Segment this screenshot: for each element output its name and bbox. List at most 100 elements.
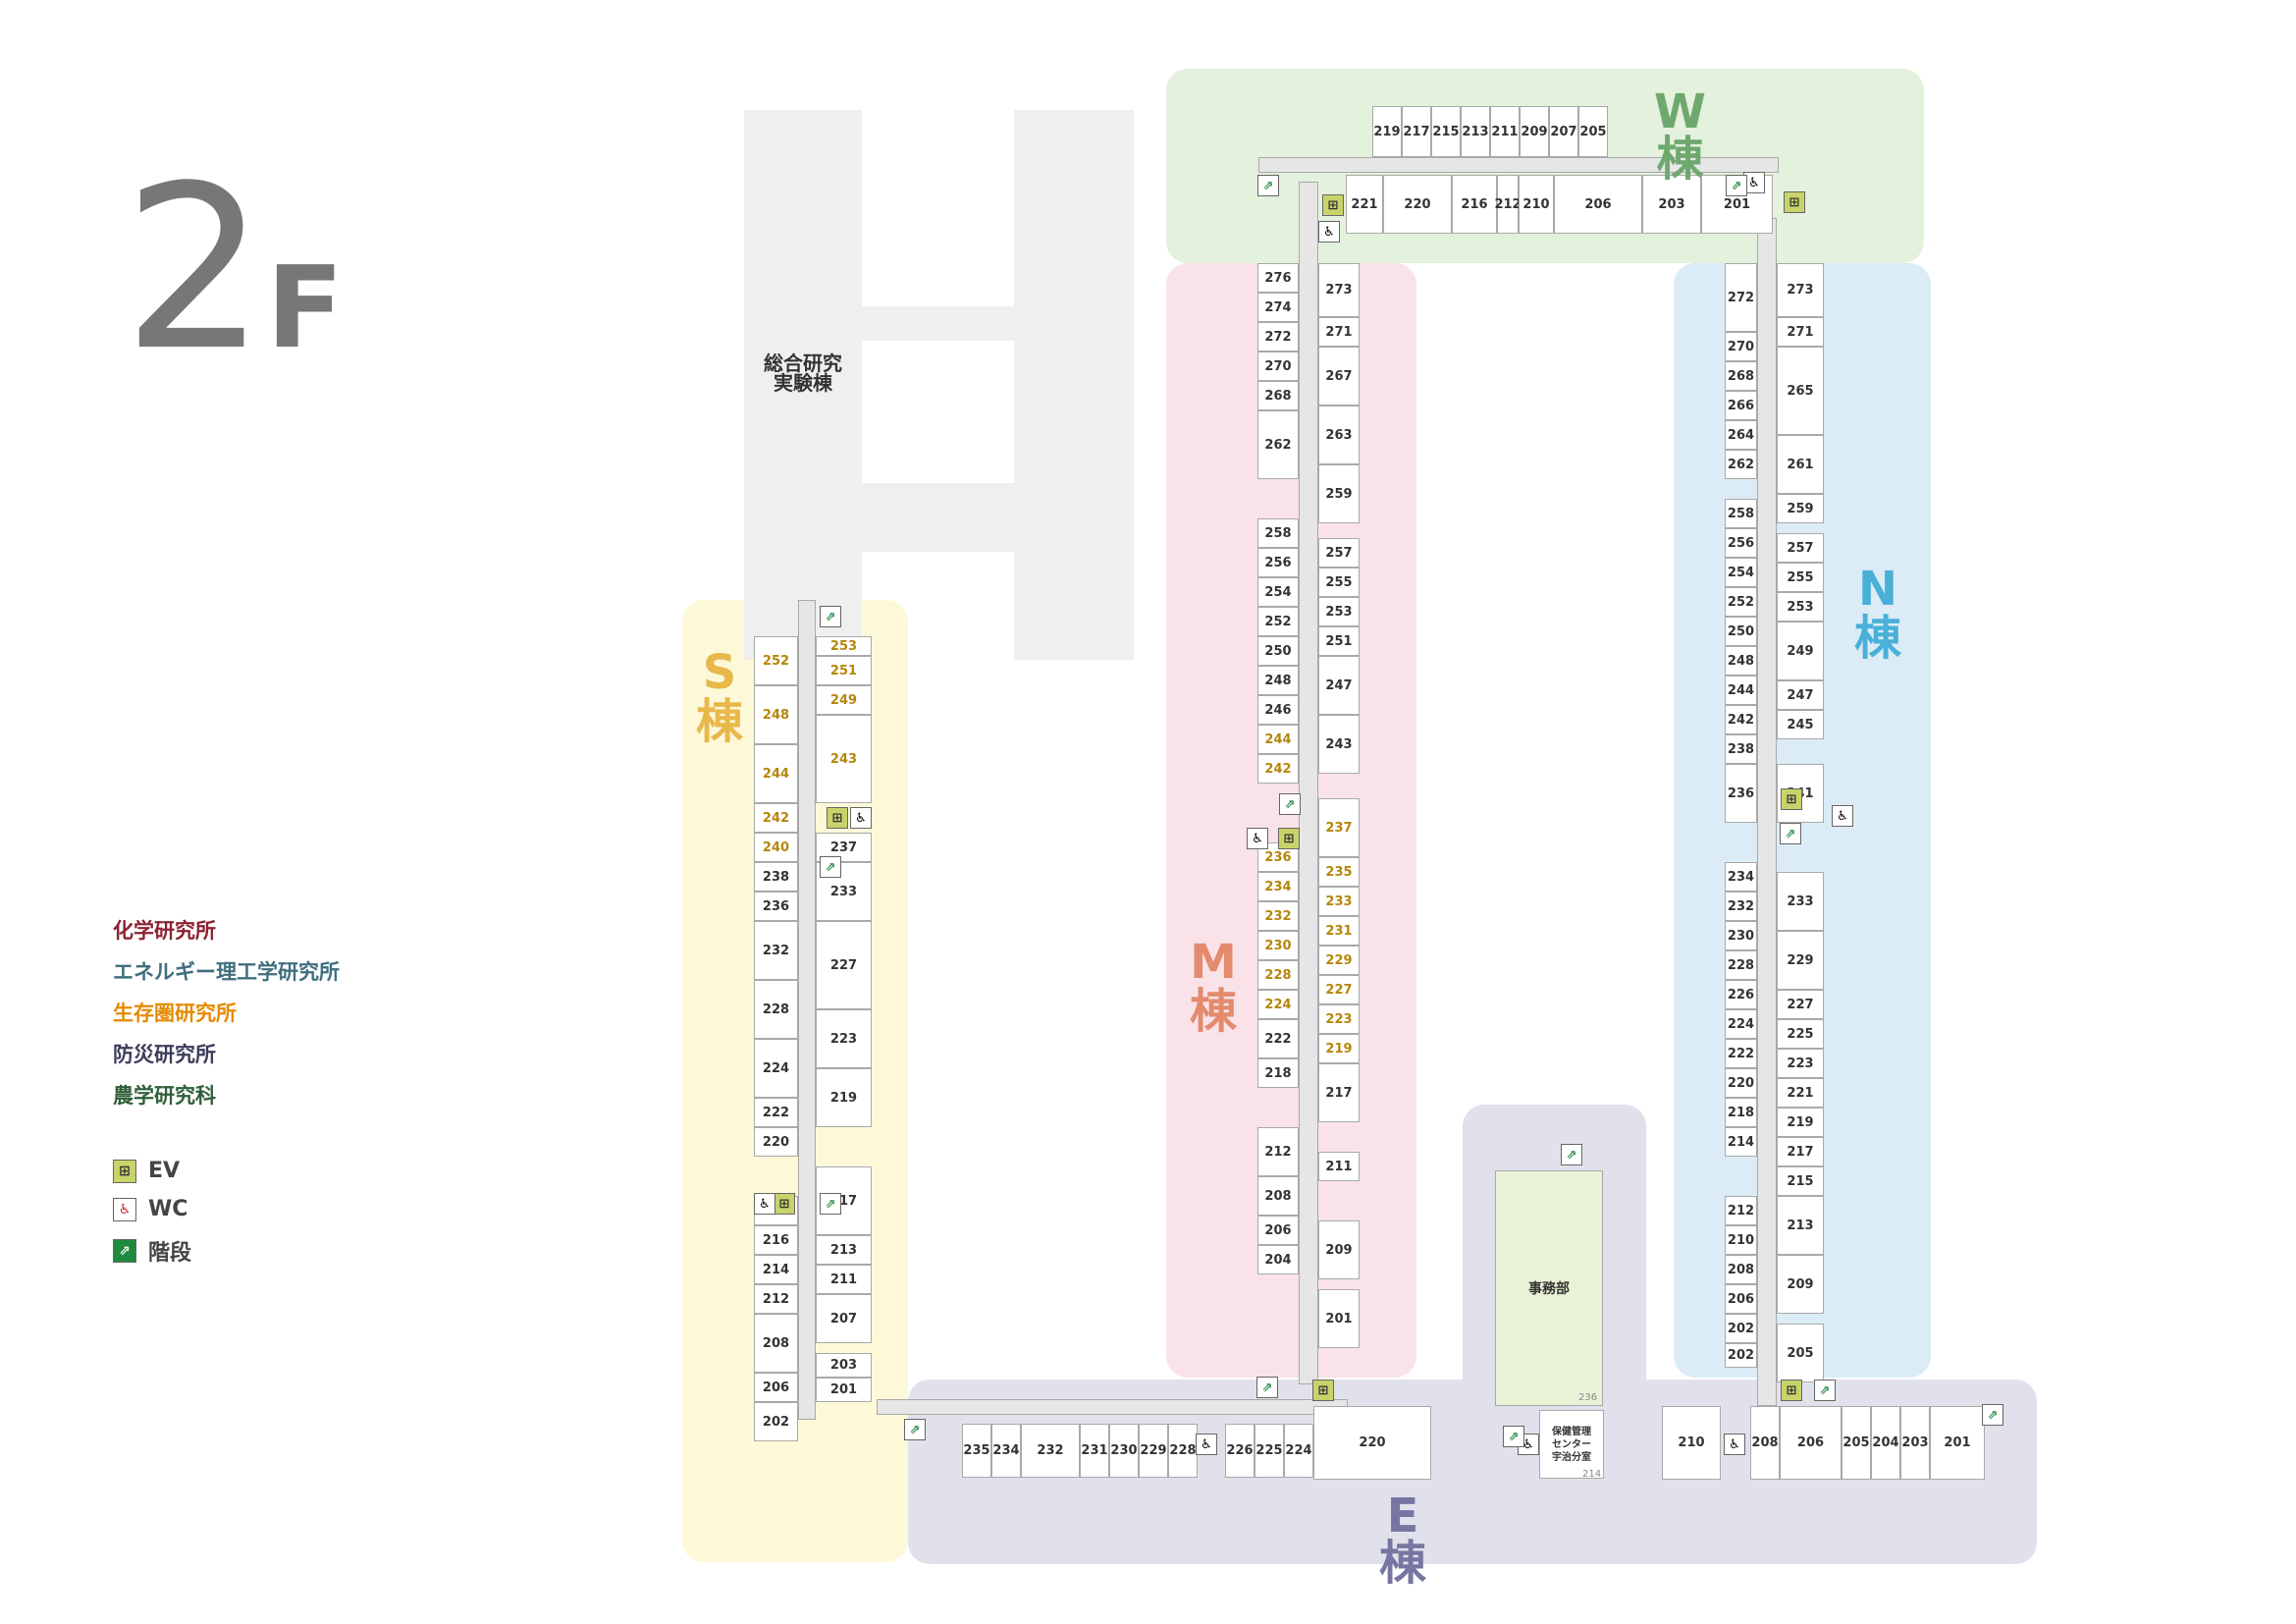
room-e-left-235[interactable]: 235	[962, 1424, 991, 1478]
room-n-left-252[interactable]: 252	[1725, 587, 1757, 617]
room-m-left-252[interactable]: 252	[1257, 607, 1299, 636]
room-s-right-219[interactable]: 219	[816, 1068, 872, 1127]
room-n-left-262[interactable]: 262	[1725, 450, 1757, 479]
room-m-left-258[interactable]: 258	[1257, 518, 1299, 548]
room-m-left-256[interactable]: 256	[1257, 548, 1299, 577]
room-s-left-208[interactable]: 208	[754, 1314, 798, 1373]
room-n-right-219[interactable]: 219	[1777, 1108, 1824, 1137]
room-n-left-236[interactable]: 236	[1725, 764, 1757, 823]
room-e-left-231[interactable]: 231	[1080, 1424, 1109, 1478]
room-n-left-242[interactable]: 242	[1725, 705, 1757, 734]
room-m-right-255[interactable]: 255	[1318, 568, 1360, 597]
room-m-left-250[interactable]: 250	[1257, 636, 1299, 666]
room-n-left-234[interactable]: 234	[1725, 862, 1757, 892]
room-m-left-230[interactable]: 230	[1257, 931, 1299, 960]
room-w-top-207[interactable]: 207	[1549, 106, 1578, 157]
room-m-right-223[interactable]: 223	[1318, 1004, 1360, 1034]
room-s-right-207[interactable]: 207	[816, 1294, 872, 1343]
room-e-right-201[interactable]: 201	[1930, 1406, 1985, 1480]
room-n-left-212[interactable]: 212	[1725, 1196, 1757, 1225]
room-s-left-242[interactable]: 242	[754, 803, 798, 833]
room-n-right-255[interactable]: 255	[1777, 563, 1824, 592]
room-s-left-216[interactable]: 216	[754, 1225, 798, 1255]
room-n-right-215[interactable]: 215	[1777, 1166, 1824, 1196]
room-m-right-243[interactable]: 243	[1318, 715, 1360, 774]
room-n-right-253[interactable]: 253	[1777, 592, 1824, 622]
room-m-right-217[interactable]: 217	[1318, 1063, 1360, 1122]
room-w-top-209[interactable]: 209	[1520, 106, 1549, 157]
room-w-bottom-203[interactable]: 203	[1642, 175, 1701, 234]
room-e-right-208[interactable]: 208	[1750, 1406, 1780, 1480]
room-n-right-265[interactable]: 265	[1777, 347, 1824, 435]
room-m-right-247[interactable]: 247	[1318, 656, 1360, 715]
room-e-right-203[interactable]: 203	[1900, 1406, 1930, 1480]
room-m-left-248[interactable]: 248	[1257, 666, 1299, 695]
room-n-left-264[interactable]: 264	[1725, 420, 1757, 450]
room-m-right-257[interactable]: 257	[1318, 538, 1360, 568]
room-n-left-232[interactable]: 232	[1725, 892, 1757, 921]
room-e-left-220[interactable]: 220	[1313, 1406, 1431, 1480]
room-n-left-272[interactable]: 272	[1725, 263, 1757, 332]
room-n-left-210[interactable]: 210	[1725, 1225, 1757, 1255]
room-w-top-205[interactable]: 205	[1578, 106, 1608, 157]
room-s-right-249[interactable]: 249	[816, 685, 872, 715]
room-s-left-248[interactable]: 248	[754, 685, 798, 744]
room-s-left-232[interactable]: 232	[754, 921, 798, 980]
room-n-right-249[interactable]: 249	[1777, 622, 1824, 680]
room-m-left-274[interactable]: 274	[1257, 293, 1299, 322]
room-s-left-228[interactable]: 228	[754, 980, 798, 1039]
room-m-left-242[interactable]: 242	[1257, 754, 1299, 784]
room-m-right-271[interactable]: 271	[1318, 317, 1360, 347]
room-n-left-256[interactable]: 256	[1725, 528, 1757, 558]
room-n-left-218[interactable]: 218	[1725, 1098, 1757, 1127]
room-n-right-229[interactable]: 229	[1777, 931, 1824, 990]
room-n-right-205[interactable]: 205	[1777, 1324, 1824, 1382]
room-m-right-259[interactable]: 259	[1318, 464, 1360, 523]
room-w-top-217[interactable]: 217	[1402, 106, 1431, 157]
room-n-left-268[interactable]: 268	[1725, 361, 1757, 391]
room-s-left-214[interactable]: 214	[754, 1255, 798, 1284]
room-m-left-276[interactable]: 276	[1257, 263, 1299, 293]
room-m-right-219[interactable]: 219	[1318, 1034, 1360, 1063]
room-n-right-257[interactable]: 257	[1777, 533, 1824, 563]
room-e-right-210[interactable]: 210	[1662, 1406, 1721, 1480]
room-w-bottom-210[interactable]: 210	[1519, 175, 1554, 234]
room-s-right-223[interactable]: 223	[816, 1009, 872, 1068]
room-s-left-220[interactable]: 220	[754, 1127, 798, 1157]
room-m-right-211[interactable]: 211	[1318, 1152, 1360, 1181]
room-n-left-220[interactable]: 220	[1725, 1068, 1757, 1098]
room-w-top-213[interactable]: 213	[1461, 106, 1490, 157]
room-s-right-211[interactable]: 211	[816, 1265, 872, 1294]
room-s-right-203[interactable]: 203	[816, 1353, 872, 1378]
room-n-right-225[interactable]: 225	[1777, 1019, 1824, 1049]
room-m-right-263[interactable]: 263	[1318, 406, 1360, 464]
room-n-left-224[interactable]: 224	[1725, 1009, 1757, 1039]
room-s-right-253[interactable]: 253	[816, 636, 872, 656]
room-n-left-238[interactable]: 238	[1725, 734, 1757, 764]
room-n-right-259[interactable]: 259	[1777, 494, 1824, 523]
room-m-left-254[interactable]: 254	[1257, 577, 1299, 607]
room-n-right-213[interactable]: 213	[1777, 1196, 1824, 1255]
room-m-right-253[interactable]: 253	[1318, 597, 1360, 626]
room-e-left-229[interactable]: 229	[1139, 1424, 1168, 1478]
room-w-top-211[interactable]: 211	[1490, 106, 1520, 157]
room-w-bottom-220[interactable]: 220	[1383, 175, 1452, 234]
room-s-left-224[interactable]: 224	[754, 1039, 798, 1098]
room-e-left-228[interactable]: 228	[1168, 1424, 1198, 1478]
room-n-left-202[interactable]: 202	[1725, 1314, 1757, 1343]
room-n-right-261[interactable]: 261	[1777, 435, 1824, 494]
room-m-left-222[interactable]: 222	[1257, 1019, 1299, 1058]
room-m-right-273[interactable]: 273	[1318, 263, 1360, 317]
room-e-left-226[interactable]: 226	[1225, 1424, 1255, 1478]
room-n-left-254[interactable]: 254	[1725, 558, 1757, 587]
room-s-left-240[interactable]: 240	[754, 833, 798, 862]
room-n-right-273[interactable]: 273	[1777, 263, 1824, 317]
room-s-left-244[interactable]: 244	[754, 744, 798, 803]
room-n-left-244[interactable]: 244	[1725, 676, 1757, 705]
room-s-left-252[interactable]: 252	[754, 636, 798, 685]
room-n-left-266[interactable]: 266	[1725, 391, 1757, 420]
room-m-left-268[interactable]: 268	[1257, 381, 1299, 410]
room-s-left-222[interactable]: 222	[754, 1098, 798, 1127]
room-n-left-206[interactable]: 206	[1725, 1284, 1757, 1314]
room-e-right-205[interactable]: 205	[1842, 1406, 1871, 1480]
